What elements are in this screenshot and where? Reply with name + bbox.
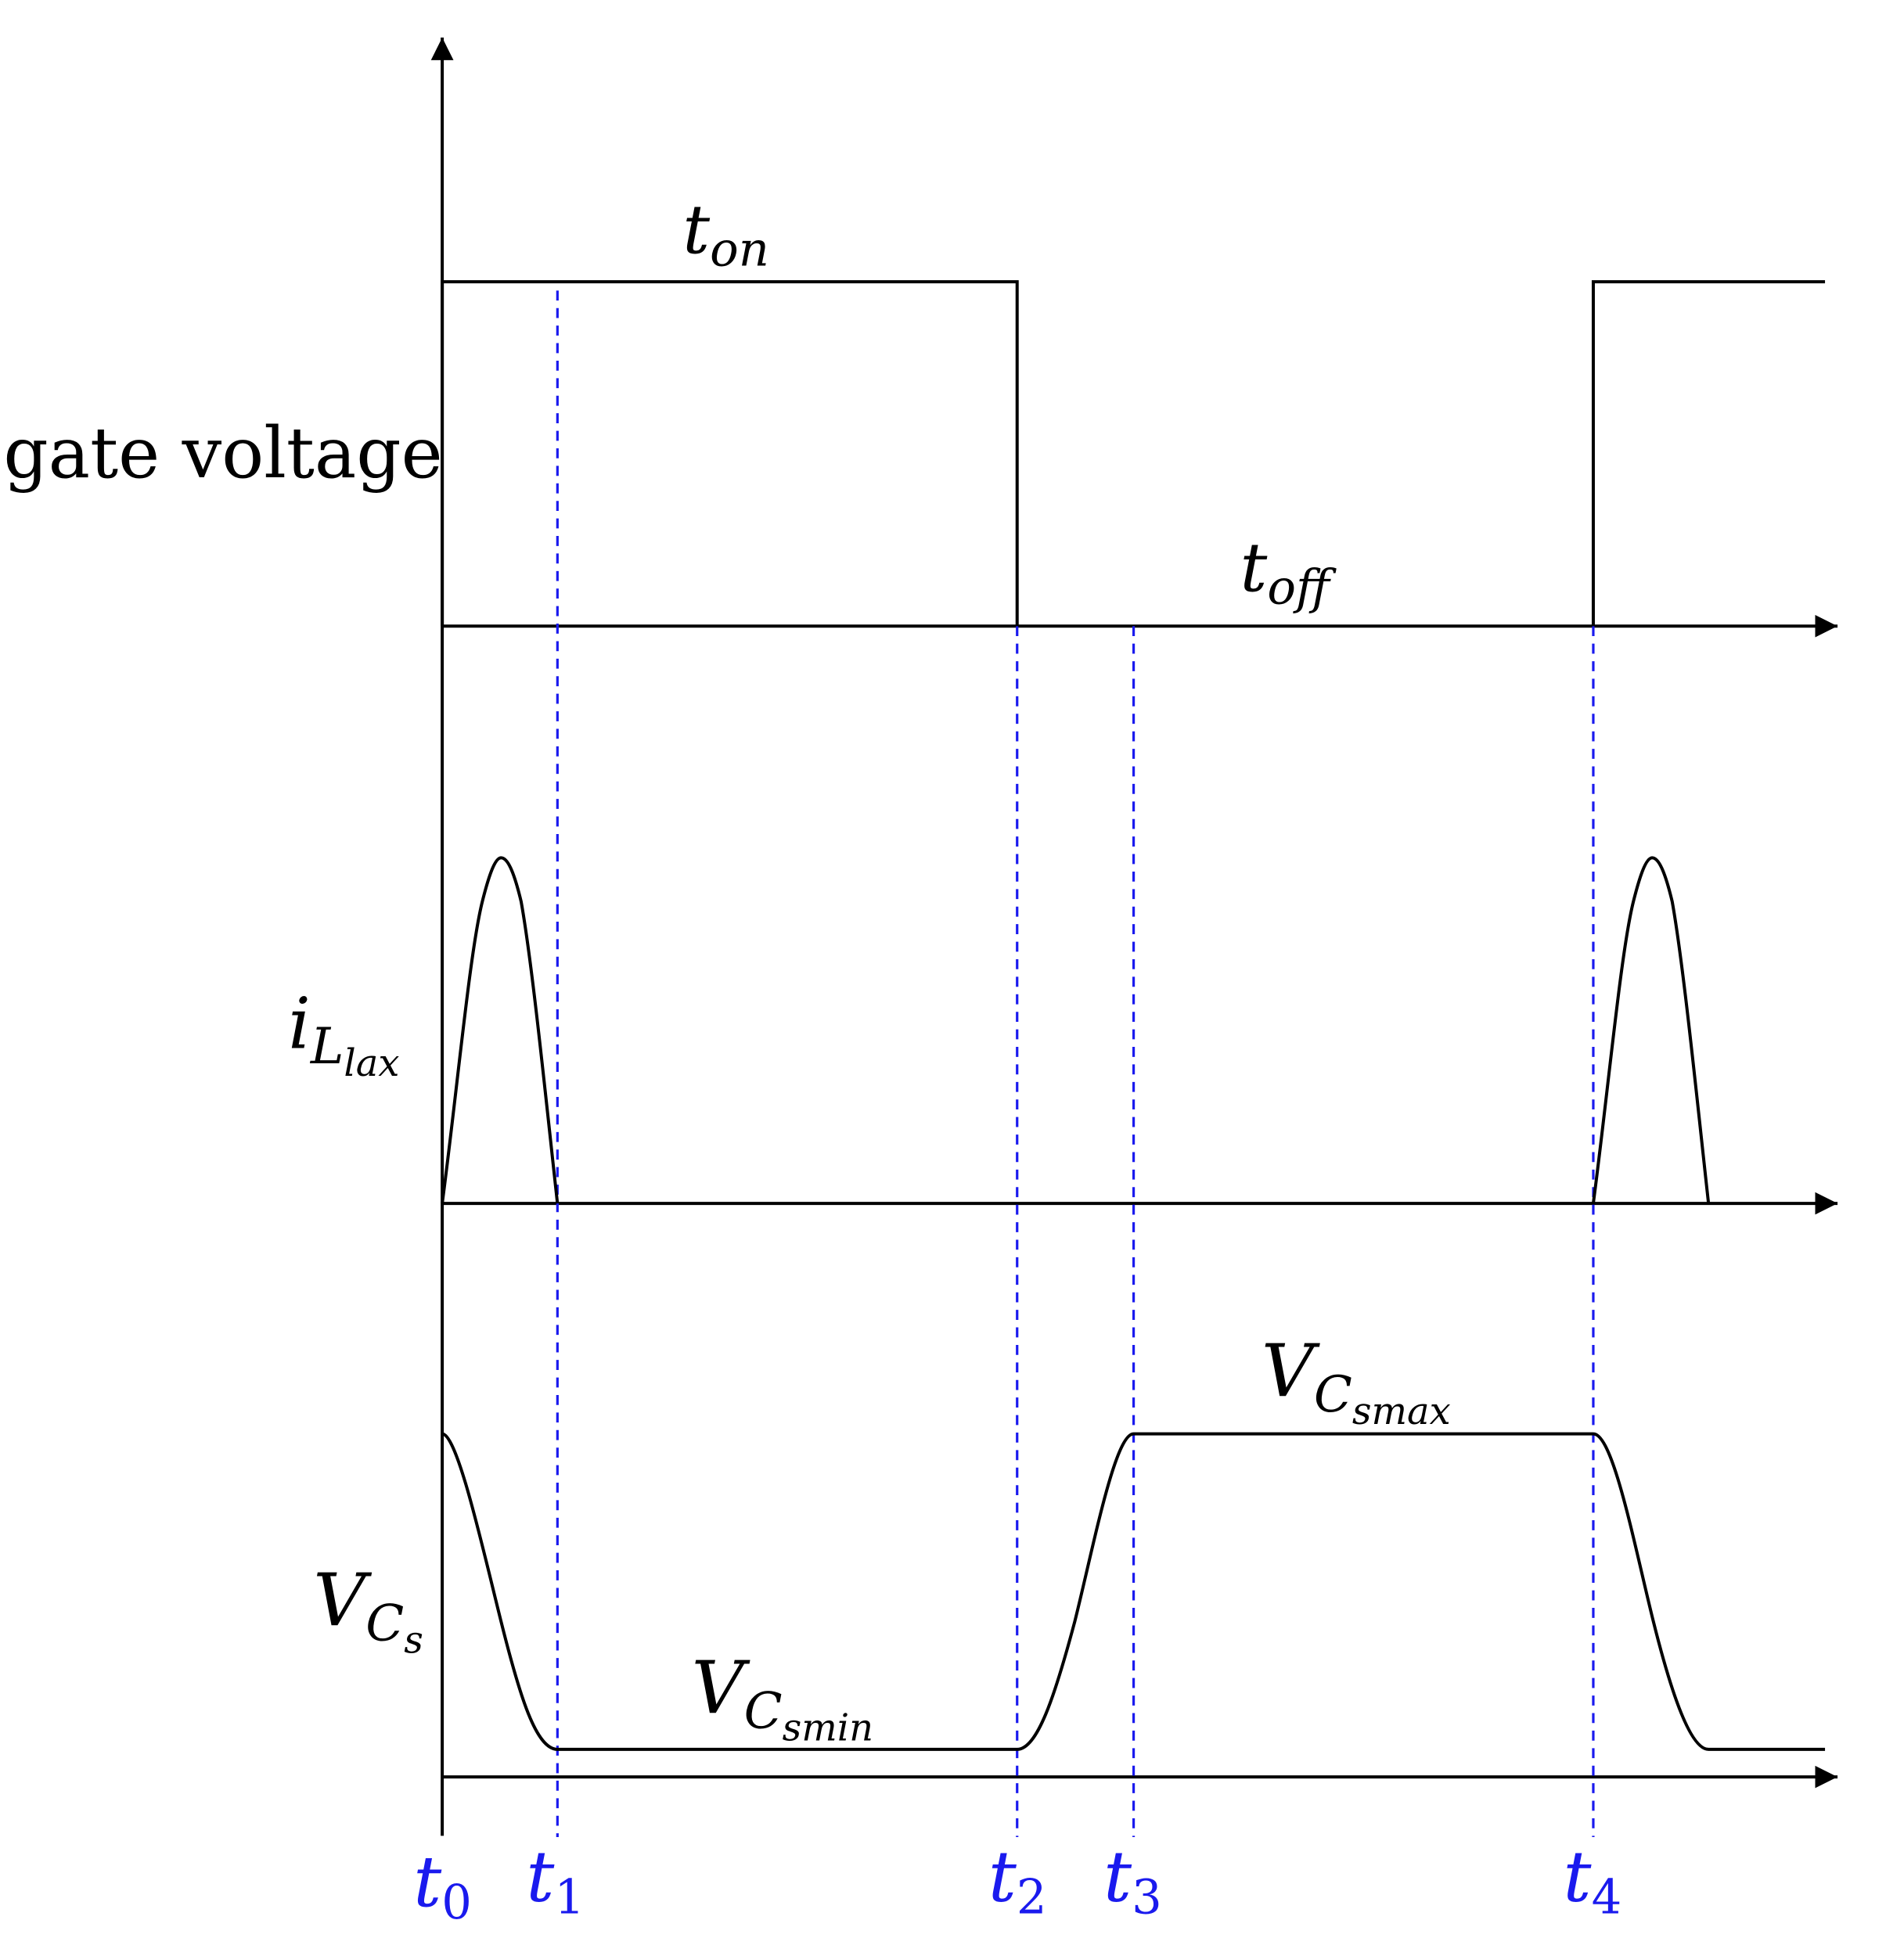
- inductor-current-label: iLlax: [288, 984, 399, 1085]
- capacitor-voltage-waveform: [441, 1432, 1826, 1751]
- gate-voltage-waveform: [441, 280, 1826, 627]
- capacitor-voltage-label: VCs: [313, 1558, 423, 1662]
- time-marker-lines: [556, 290, 1595, 1837]
- t4-label: t4: [1564, 1837, 1622, 1925]
- inductor-current-pulse-2: [1591, 856, 1711, 1204]
- t3-label: t3: [1103, 1837, 1162, 1925]
- gate-voltage-label: gate voltage: [3, 413, 442, 494]
- t-off-label: toff: [1240, 529, 1337, 615]
- t-on-label: ton: [682, 191, 769, 277]
- time-marker-labels: t0 t1 t2 t3 t4: [413, 1837, 1621, 1930]
- vcs-min-label: VCsmin: [692, 1646, 873, 1750]
- t1-label: t1: [526, 1837, 585, 1925]
- inductor-current-pulse-1: [441, 856, 560, 1204]
- t0-label: t0: [413, 1842, 472, 1930]
- vcs-max-label: VCsmax: [1262, 1329, 1451, 1433]
- t2-label: t2: [988, 1837, 1047, 1925]
